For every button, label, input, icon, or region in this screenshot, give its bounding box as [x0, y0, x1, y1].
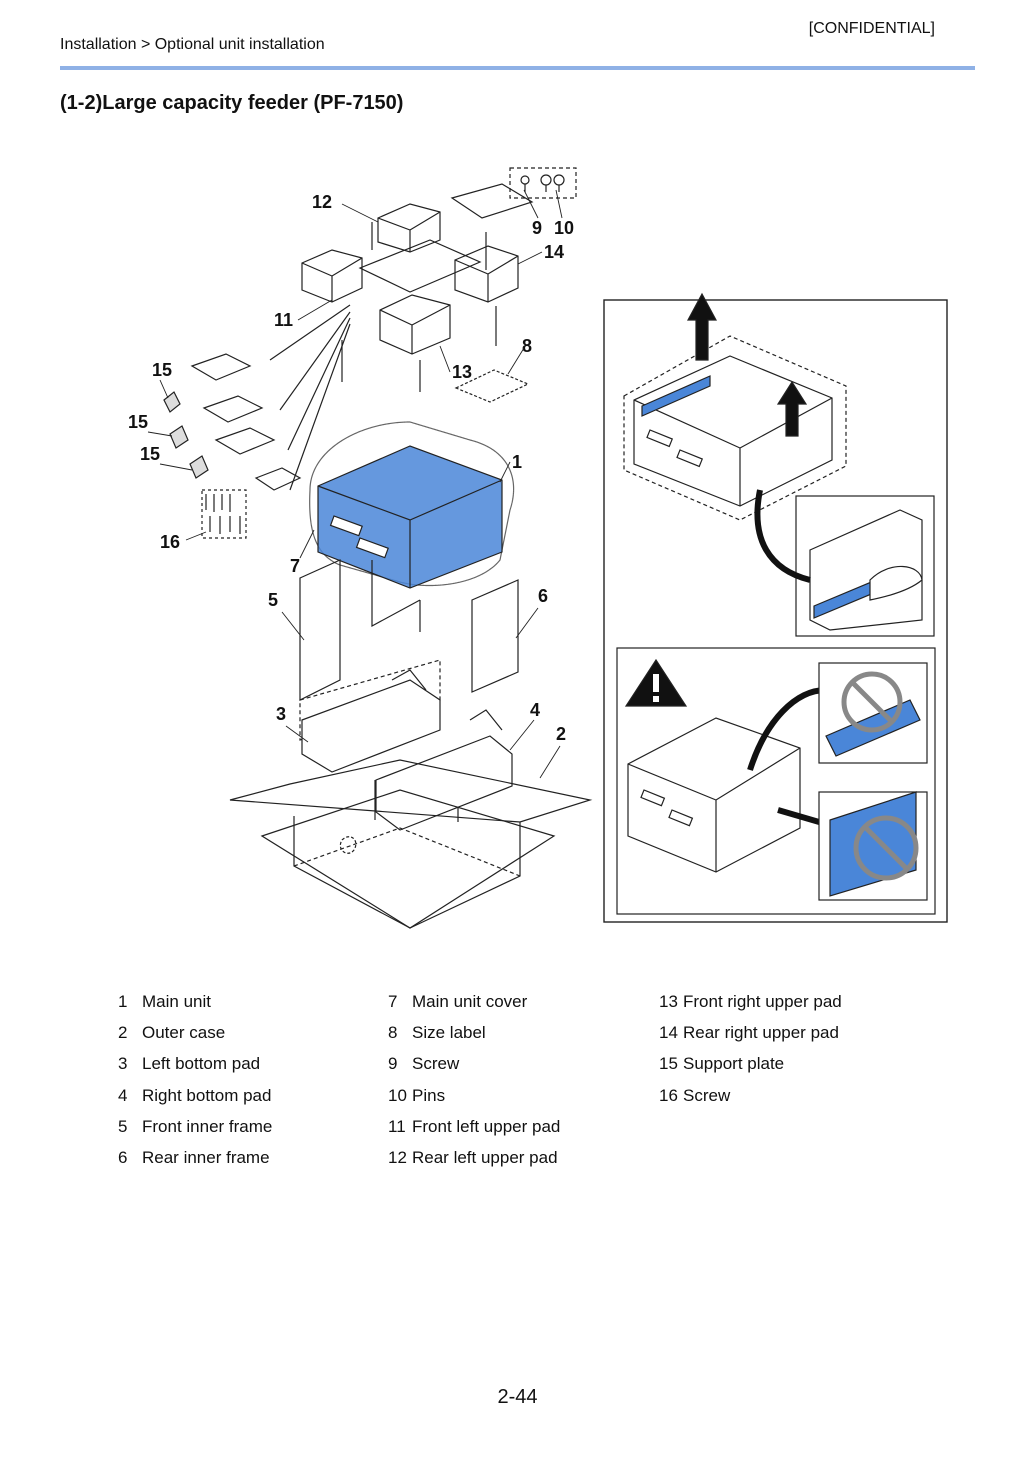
legend-num: 9 — [388, 1054, 398, 1074]
legend-num: 2 — [118, 1023, 128, 1043]
callout-3: 3 — [276, 704, 286, 724]
legend-label: Screw — [412, 1054, 460, 1074]
legend-item: 5 Front inner frame — [118, 1117, 272, 1148]
legend-label: Left bottom pad — [142, 1054, 261, 1074]
legend-num: 4 — [118, 1085, 128, 1105]
callout-12: 12 — [312, 192, 332, 212]
legend-label: Front left upper pad — [412, 1116, 561, 1136]
prohibited-icon — [841, 671, 903, 733]
header-rule — [60, 66, 975, 70]
callout-4: 4 — [530, 700, 540, 720]
legend-label: Rear left upper pad — [412, 1147, 558, 1167]
legend-num: 12 — [388, 1147, 407, 1167]
legend-item: 11 Front left upper pad — [388, 1117, 560, 1148]
callout-15a: 15 — [152, 360, 172, 380]
callout-10: 10 — [554, 218, 574, 238]
legend-num: 11 — [388, 1116, 406, 1136]
callout-15c: 15 — [140, 444, 160, 464]
legend-num: 7 — [388, 992, 398, 1011]
legend-item: 3 Left bottom pad — [118, 1054, 272, 1085]
breadcrumb: Installation > Optional unit installatio… — [60, 36, 325, 53]
callout-9: 9 — [532, 218, 542, 238]
legend-item: 7 Main unit cover — [388, 992, 560, 1023]
warning-icon — [624, 658, 688, 707]
confidential-label: [CONFIDENTIAL] — [808, 20, 935, 37]
lift-arrow-icon — [776, 380, 808, 437]
callout-11: 11 — [274, 310, 293, 330]
page-number: 2-44 — [497, 1386, 538, 1408]
legend-label: Front inner frame — [142, 1116, 273, 1136]
legend-label: Support plate — [683, 1054, 785, 1074]
legend-num: 16 — [659, 1085, 678, 1105]
legend-label: Main unit — [142, 992, 211, 1011]
legend-item: 13 Front right upper pad — [659, 992, 842, 1023]
legend-item: 4 Right bottom pad — [118, 1086, 272, 1117]
legend-item: 1 Main unit — [118, 992, 272, 1023]
callout-16: 16 — [160, 532, 180, 552]
callout-1: 1 — [512, 452, 522, 472]
legend-label: Rear inner frame — [142, 1147, 270, 1167]
upper-pads — [301, 183, 534, 355]
leader-lines — [147, 189, 563, 779]
legend-num: 5 — [118, 1116, 128, 1136]
legend-label: Screw — [683, 1085, 731, 1105]
exploded-packaging-figure: 12 9 10 14 11 8 15 13 15 15 1 16 7 5 6 3… — [110, 160, 970, 940]
legend-num: 8 — [388, 1023, 398, 1043]
prohibited-icon — [853, 815, 919, 881]
figure-svg: 12 9 10 14 11 8 15 13 15 15 1 16 7 5 6 3… — [128, 167, 948, 929]
callout-7: 7 — [290, 556, 300, 576]
legend-num: 14 — [659, 1023, 678, 1043]
legend-label: Outer case — [142, 1023, 226, 1043]
assembly-arrows — [269, 222, 497, 822]
callout-14: 14 — [544, 242, 564, 262]
bottom-pads — [301, 669, 513, 831]
handling-instructions-panel — [603, 292, 948, 923]
legend-label: Pins — [412, 1085, 446, 1105]
outer-case — [229, 759, 593, 929]
legend-item: 2 Outer case — [118, 1023, 272, 1054]
legend-item: 9 Screw — [388, 1054, 560, 1085]
legend-num: 6 — [118, 1147, 128, 1167]
callout-15b: 15 — [128, 412, 148, 432]
page-title: (1-2)Large capacity feeder (PF-7150) — [60, 92, 404, 114]
legend-num: 15 — [659, 1054, 678, 1074]
callout-8: 8 — [522, 336, 532, 356]
callout-labels: 12 9 10 14 11 8 15 13 15 15 1 16 7 5 6 3… — [128, 192, 574, 744]
lift-arrow-icon — [686, 292, 718, 361]
legend-label: Right bottom pad — [142, 1085, 272, 1105]
legend-num: 10 — [388, 1085, 407, 1105]
loose-screws — [201, 489, 247, 539]
legend-num: 3 — [118, 1054, 128, 1074]
legend-num: 13 — [659, 992, 678, 1011]
legend-label: Front right upper pad — [683, 992, 842, 1011]
legend-item: 6 Rear inner frame — [118, 1148, 272, 1179]
legend-item: 8 Size label — [388, 1023, 560, 1054]
legend-label: Size label — [412, 1023, 486, 1043]
support-plates — [163, 353, 302, 491]
callout-2: 2 — [556, 724, 566, 744]
callout-6: 6 — [538, 586, 548, 606]
main-unit — [309, 421, 515, 589]
top-screws — [509, 167, 577, 199]
callout-5: 5 — [268, 590, 278, 610]
legend-num: 1 — [118, 992, 128, 1011]
callout-13: 13 — [452, 362, 472, 382]
legend-label: Main unit cover — [412, 992, 528, 1011]
legend-label: Rear right upper pad — [683, 1023, 839, 1043]
